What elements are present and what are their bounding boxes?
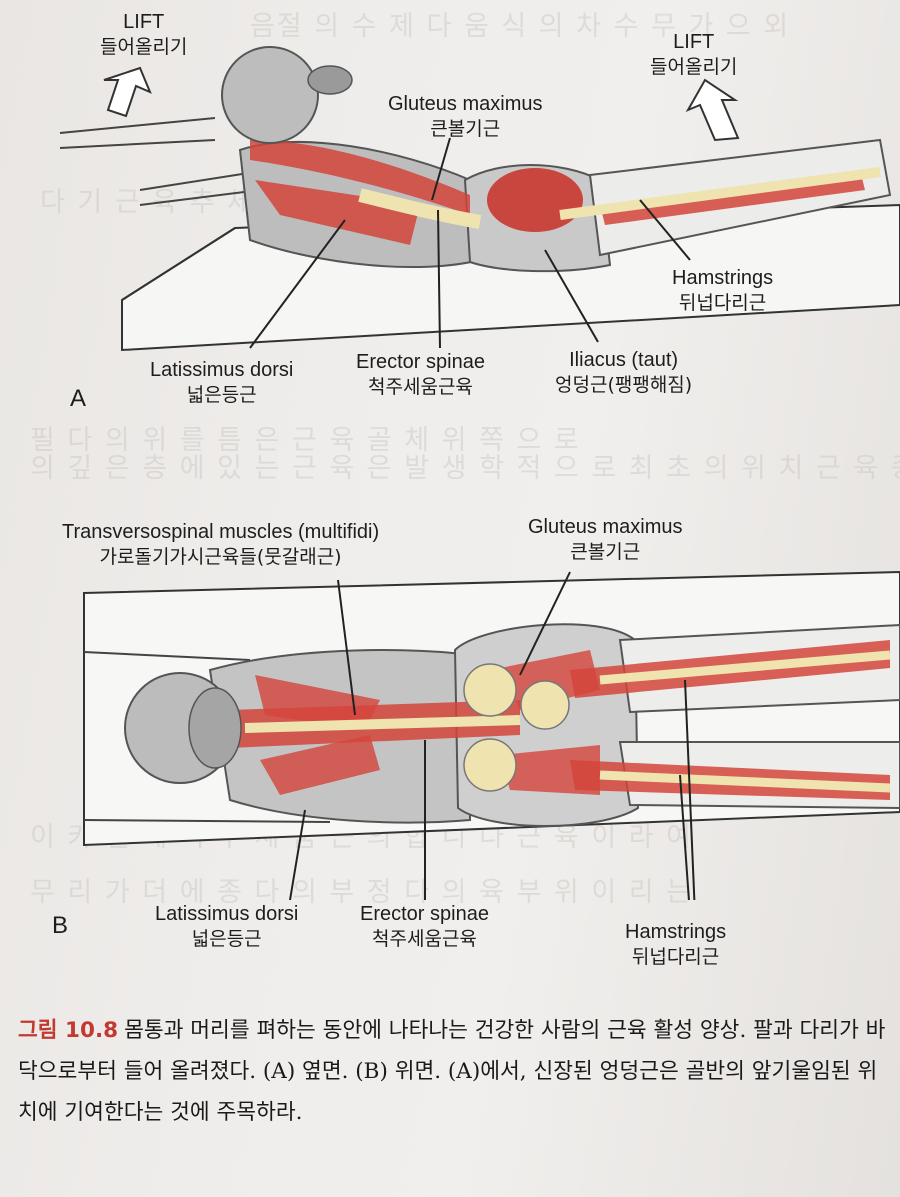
erector-label-en: Erector spinae xyxy=(360,903,489,925)
latissimus-muscle xyxy=(260,735,380,795)
figure-a-illustration xyxy=(59,46,900,352)
transversospinal-label-en: Transversospinal muscles (multifidi) xyxy=(62,521,380,543)
latissimus-label-b: Latissimus dorsi 넓은등근 xyxy=(155,902,298,952)
spine xyxy=(244,715,521,733)
erector-label-b: Erector spinae 척주세움근육 xyxy=(360,902,489,952)
pelvis-bone xyxy=(520,680,570,730)
hamstrings-label-ko: 뒤넙다리근 xyxy=(678,292,767,314)
lift-label-ko: 들어올리기 xyxy=(650,56,738,78)
latissimus-label-ko: 넓은등근 xyxy=(191,928,262,950)
hamstrings-label-a: Hamstrings 뒤넙다리근 xyxy=(672,266,773,316)
pelvis-bone xyxy=(463,738,517,792)
leader-line xyxy=(684,679,696,900)
latissimus-label-en: Latissimus dorsi xyxy=(150,359,294,381)
iliacus-label-ko: 엉덩근(팽팽해짐) xyxy=(555,374,693,396)
panel-label-b: B xyxy=(52,912,69,939)
pelvis-bone xyxy=(463,663,517,717)
leg-bones xyxy=(559,167,881,220)
gluteus-label-b: Gluteus maximus 큰볼기근 xyxy=(528,515,683,565)
leader-line xyxy=(639,199,691,261)
gluteus-label-ko: 큰볼기근 xyxy=(570,541,641,563)
iliacus-label-en: Iliacus (taut) xyxy=(569,349,679,371)
leader-line xyxy=(437,209,441,349)
lift-arrow-right-icon xyxy=(685,78,740,142)
bleed-through-text: 무 리 가 더 에 종 다 의 부 정 다 의 육 부 위 이 리 는 xyxy=(30,877,694,908)
latissimus-muscle xyxy=(255,675,380,730)
lift-label-left: LIFT 들어올리기 xyxy=(100,10,187,60)
leader-line xyxy=(289,809,306,900)
lift-label-en: LIFT xyxy=(123,11,165,33)
panel-label-a: A xyxy=(70,385,87,412)
hamstrings-label-en: Hamstrings xyxy=(625,921,727,943)
iliacus-label-a: Iliacus (taut) 엉덩근(팽팽해짐) xyxy=(555,348,692,398)
erector-label-a: Erector spinae 척주세움근육 xyxy=(356,350,485,400)
leader-line xyxy=(544,249,599,343)
gluteus-muscle xyxy=(487,168,583,232)
hamstrings-label-en: Hamstrings xyxy=(672,267,774,289)
hamstrings-label-b: Hamstrings 뒤넙다리근 xyxy=(625,920,726,970)
arm-outline xyxy=(59,117,216,149)
lift-label-right: LIFT 들어올리기 xyxy=(650,30,737,80)
erector-label-ko: 척주세움근육 xyxy=(372,928,477,950)
leader-line xyxy=(431,137,451,201)
figure-b-illustration xyxy=(83,570,900,900)
erector-label-en: Erector spinae xyxy=(356,351,485,373)
arm-outline xyxy=(83,651,331,823)
leader-line xyxy=(337,579,356,716)
latissimus-label-ko: 넓은등근 xyxy=(186,384,257,406)
leader-line xyxy=(249,219,346,349)
lift-arrow-left-icon xyxy=(103,66,152,118)
gluteus-label-ko: 큰볼기근 xyxy=(430,118,501,140)
erector-muscle xyxy=(250,140,470,215)
transversospinal-label-b: Transversospinal muscles (multifidi) 가로돌… xyxy=(62,520,379,570)
leader-line xyxy=(679,774,690,900)
gluteus-label-en: Gluteus maximus xyxy=(388,93,543,115)
bleed-through-text: 음절 의 수 제 다 움 식 의 차 수 무 가 으 외 xyxy=(250,11,791,42)
lift-label-ko: 들어올리기 xyxy=(100,36,188,58)
latissimus-muscle xyxy=(255,180,420,245)
figure-number: 그림 10.8 xyxy=(18,1018,119,1043)
gluteus-label-a: Gluteus maximus 큰볼기근 xyxy=(388,92,543,142)
latissimus-label-en: Latissimus dorsi xyxy=(155,903,299,925)
leader-line xyxy=(519,571,571,676)
hair-bun xyxy=(188,687,242,769)
gluteus-label-en: Gluteus maximus xyxy=(528,516,683,538)
erector-label-ko: 척주세움근육 xyxy=(368,376,473,398)
bleed-through-text: 의 깊 은 층 에 있 는 근 육 은 발 생 학 적 으 로 최 초 의 위 … xyxy=(30,453,900,484)
leg-bones xyxy=(599,650,891,793)
hamstrings-label-ko: 뒤넙다리근 xyxy=(631,946,720,968)
latissimus-label-a: Latissimus dorsi 넓은등근 xyxy=(150,358,293,408)
transversospinal-label-ko: 가로돌기가시근육들(뭇갈래근) xyxy=(99,546,342,568)
bleed-through-text: 필 다 의 위 를 틈 은 근 육 골 체 위 쪽 으 로 xyxy=(30,425,581,456)
spine xyxy=(358,188,482,229)
lift-label-en: LIFT xyxy=(673,31,715,53)
head xyxy=(221,46,319,144)
caption-text: 몸통과 머리를 펴하는 동안에 나타나는 건강한 사람의 근육 활성 양상. 팔… xyxy=(18,1018,886,1125)
ponytail xyxy=(307,65,353,95)
